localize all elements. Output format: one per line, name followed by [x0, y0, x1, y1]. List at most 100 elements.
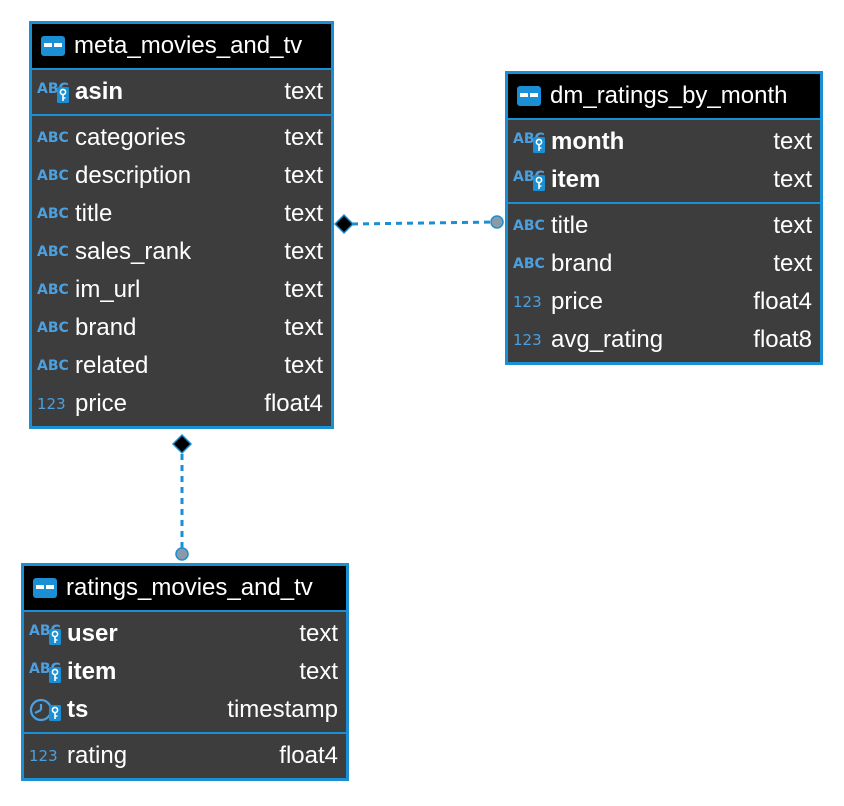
column-type: text [773, 212, 812, 239]
text-type-icon: ABC [37, 206, 69, 222]
column-type: text [773, 128, 812, 155]
column-name: price [75, 390, 128, 417]
numeric-type-icon: 123 [513, 331, 542, 349]
key-text-icon: ABC [513, 129, 551, 155]
column-type: float4 [753, 288, 812, 315]
table-icon [40, 35, 66, 57]
column-name: title [75, 200, 113, 227]
text-type-icon: ABC [37, 320, 69, 336]
text-type-icon: ABC [513, 218, 545, 234]
column-name: description [75, 162, 192, 189]
column-row[interactable]: 123 avg_rating float8 [508, 321, 820, 359]
one-end-diamond [171, 433, 193, 455]
one-end-diamond [333, 213, 355, 235]
column-type: text [299, 620, 338, 647]
column-type: text [284, 124, 323, 151]
column-name: brand [551, 250, 613, 277]
relationship-meta-to-dm[interactable] [333, 213, 504, 235]
column-name: brand [75, 314, 137, 341]
column-type: text [284, 276, 323, 303]
column-row[interactable]: ABC brand text [508, 245, 820, 283]
column-name: categories [75, 124, 186, 151]
column-row[interactable]: ABC categories text [32, 119, 331, 157]
column-name: month [551, 128, 625, 155]
table-name: dm_ratings_by_month [550, 82, 788, 109]
numeric-type-icon: 123 [513, 293, 542, 311]
column-type: text [284, 238, 323, 265]
column-type: float8 [753, 326, 812, 353]
column-type: text [284, 200, 323, 227]
column-name: title [551, 212, 589, 239]
column-type: text [284, 162, 323, 189]
column-name: avg_rating [551, 326, 664, 353]
column-row[interactable]: ABC sales_rank text [32, 233, 331, 271]
relationship-meta-to-ratings[interactable] [171, 433, 193, 561]
key-text-icon: ABC [29, 621, 67, 647]
key-timestamp-icon [29, 697, 67, 723]
table-icon [32, 577, 58, 599]
text-type-icon: ABC [37, 168, 69, 184]
numeric-type-icon: 123 [37, 395, 66, 413]
table-name: meta_movies_and_tv [74, 32, 303, 59]
column-row[interactable]: ABC title text [32, 195, 331, 233]
column-row[interactable]: ABC brand text [32, 309, 331, 347]
numeric-type-icon: 123 [29, 747, 58, 765]
table-icon [516, 85, 542, 107]
many-end-circle [175, 547, 189, 561]
column-type: text [284, 78, 323, 105]
column-row[interactable]: 123 price float4 [32, 385, 331, 423]
column-type: timestamp [227, 696, 338, 723]
text-type-icon: ABC [513, 256, 545, 272]
text-type-icon: ABC [37, 244, 69, 260]
column-name: user [67, 620, 118, 647]
data-columns: 123 rating float4 [24, 732, 346, 778]
column-row[interactable]: 123 rating float4 [24, 737, 346, 775]
column-name: item [67, 658, 117, 685]
column-row[interactable]: ABC related text [32, 347, 331, 385]
column-name: price [551, 288, 604, 315]
column-name: asin [75, 78, 124, 105]
key-text-icon: ABC [513, 167, 551, 193]
column-name: rating [67, 742, 128, 769]
column-name: related [75, 352, 149, 379]
column-type: float4 [264, 390, 323, 417]
column-row[interactable]: 123 price float4 [508, 283, 820, 321]
text-type-icon: ABC [37, 130, 69, 146]
column-row[interactable]: ABC title text [508, 207, 820, 245]
column-name: item [551, 166, 601, 193]
table-header[interactable]: dm_ratings_by_month [508, 74, 820, 120]
relationship-line [351, 220, 498, 226]
column-type: text [773, 166, 812, 193]
text-type-icon: ABC [37, 358, 69, 374]
column-type: text [284, 314, 323, 341]
table-header[interactable]: ratings_movies_and_tv [24, 566, 346, 612]
key-text-icon: ABC [37, 79, 75, 105]
column-name: sales_rank [75, 238, 192, 265]
column-type: text [284, 352, 323, 379]
key-text-icon: ABC [29, 659, 67, 685]
column-name: ts [67, 696, 89, 723]
table-header[interactable]: meta_movies_and_tv [32, 24, 331, 70]
column-type: float4 [279, 742, 338, 769]
text-type-icon: ABC [37, 282, 69, 298]
column-row[interactable]: ABC description text [32, 157, 331, 195]
key-column-row[interactable]: ts timestamp [24, 691, 346, 729]
column-type: text [773, 250, 812, 277]
many-end-circle [490, 215, 504, 229]
table-name: ratings_movies_and_tv [66, 574, 313, 601]
